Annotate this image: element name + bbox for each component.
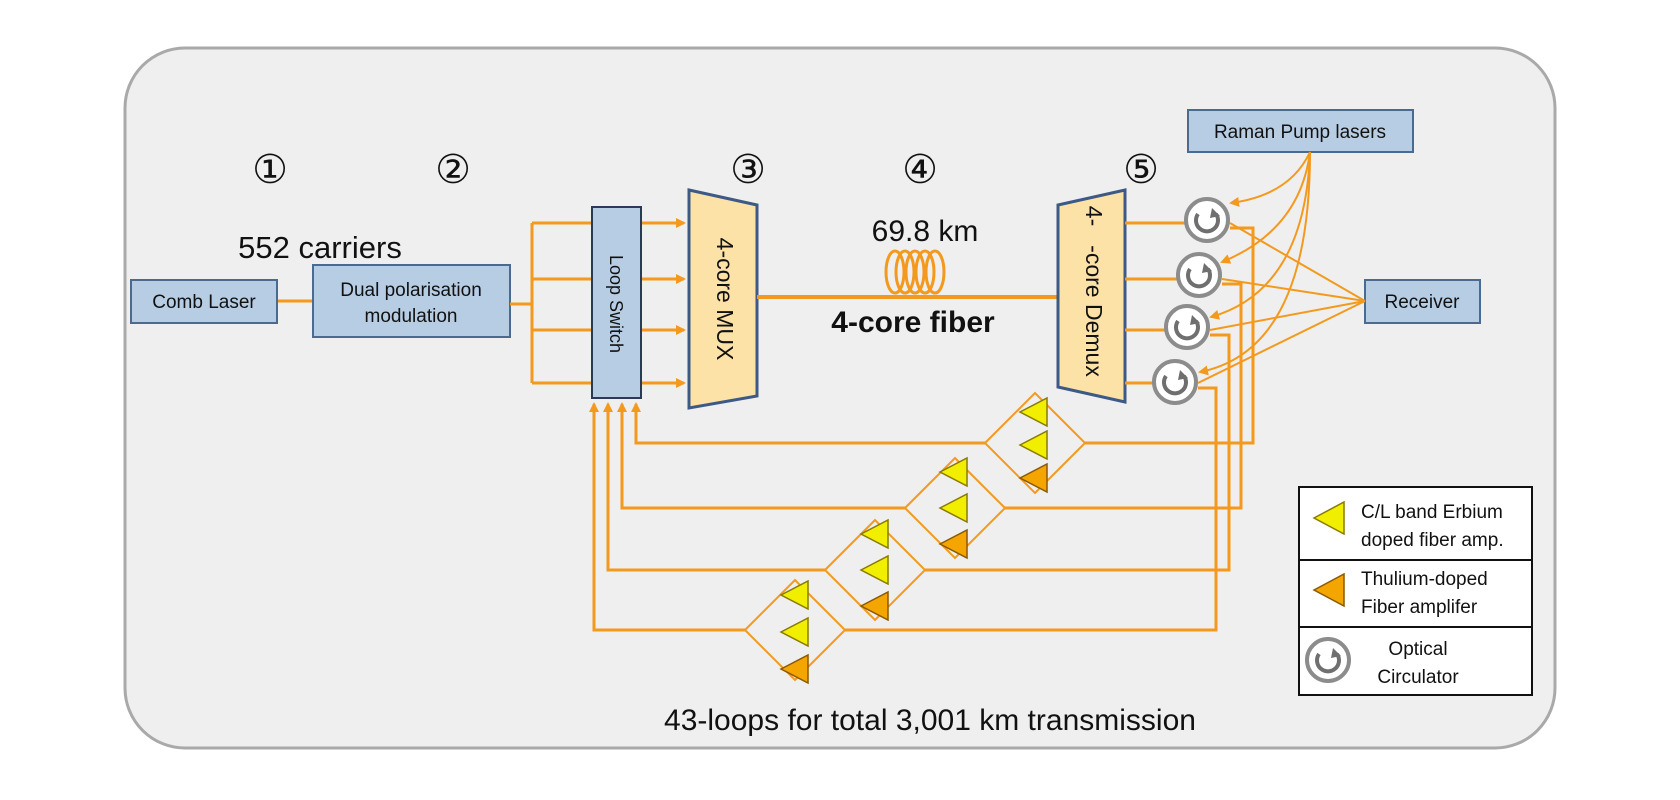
edfa-amplifier-icon — [1018, 396, 1048, 428]
raman-pump-block — [1187, 109, 1414, 153]
edfa-amplifier-icon — [859, 518, 889, 550]
amplifier-stage-1 — [983, 391, 1087, 495]
edfa-amplifier-icon — [859, 554, 889, 586]
legend-edfa-line1: C/L band Erbium — [1361, 502, 1503, 523]
modulation-block — [312, 264, 511, 338]
modulation-label-line2: modulation — [365, 306, 458, 327]
step-5-marker: ⑤ — [1123, 148, 1159, 192]
legend-circ-line2: Circulator — [1377, 667, 1459, 688]
legend-tdfa-icon — [1312, 572, 1345, 608]
step-3-marker: ③ — [730, 148, 766, 192]
loop-switch-label: Loop Switch — [606, 255, 626, 353]
loop-switch-block — [591, 206, 642, 399]
tdfa-amplifier-icon — [859, 590, 889, 622]
edfa-amplifier-icon — [938, 456, 968, 488]
comb-laser-label: Comb Laser — [152, 292, 256, 313]
step-2-marker: ② — [435, 148, 471, 192]
amplifier-stage-4 — [743, 578, 847, 685]
receiver-label: Receiver — [1385, 292, 1461, 313]
legend-tdfa-line1: Thulium-doped — [1361, 569, 1488, 590]
optical-circulator-icon — [1176, 252, 1222, 298]
tdfa-amplifier-icon — [938, 528, 968, 560]
tdfa-amplifier-icon — [779, 653, 809, 685]
raman-pump-lines — [1198, 151, 1311, 376]
optical-circulator-icon — [1164, 304, 1210, 350]
demux-output-lines — [1125, 221, 1185, 385]
legend-tdfa-line2: Fiber amplifer — [1361, 597, 1478, 618]
recirculation-loop-lines — [589, 226, 1255, 632]
legend-circ-line1: Optical — [1388, 639, 1447, 660]
optical-circulator-icon — [1184, 197, 1230, 243]
edfa-amplifier-icon — [779, 616, 809, 648]
step-1-marker: ① — [252, 148, 288, 192]
switch-to-mux-arrows — [641, 218, 686, 388]
raman-pump-label: Raman Pump lasers — [1214, 122, 1386, 143]
edfa-amplifier-icon — [1018, 429, 1048, 461]
amplifier-stage-2 — [903, 456, 1007, 560]
mux-label: 4-core MUX — [712, 238, 738, 361]
demux-label-line2: -core Demux — [1081, 245, 1107, 377]
fiber-label: 4-core fiber — [831, 306, 995, 339]
legend: C/L band Erbium doped fiber amp. Thulium… — [1298, 486, 1533, 696]
tdfa-amplifier-icon — [1018, 462, 1048, 494]
comb-laser-block — [130, 279, 278, 324]
fanout-lines — [510, 221, 592, 385]
modulation-label-line1: Dual polarisation — [340, 280, 482, 301]
legend-edfa-icon — [1312, 500, 1345, 536]
amplifier-stage-3 — [823, 518, 927, 622]
legend-edfa-line2: doped fiber amp. — [1361, 530, 1504, 551]
edfa-amplifier-icon — [779, 579, 809, 611]
edfa-amplifier-icon — [938, 492, 968, 524]
carriers-label: 552 carriers — [238, 230, 402, 265]
optical-circulator-icon — [1152, 359, 1198, 405]
mux-block — [687, 188, 759, 410]
loops-label: 43-loops for total 3,001 km transmission — [664, 704, 1196, 737]
demux-block — [1056, 188, 1127, 404]
step-4-marker: ④ — [902, 148, 938, 192]
legend-circulator-icon — [1305, 637, 1351, 683]
fiber-spool-icon — [884, 249, 946, 295]
receiver-block — [1364, 279, 1481, 324]
demux-label-line1: 4- — [1081, 206, 1107, 226]
distance-label: 69.8 km — [872, 215, 979, 248]
